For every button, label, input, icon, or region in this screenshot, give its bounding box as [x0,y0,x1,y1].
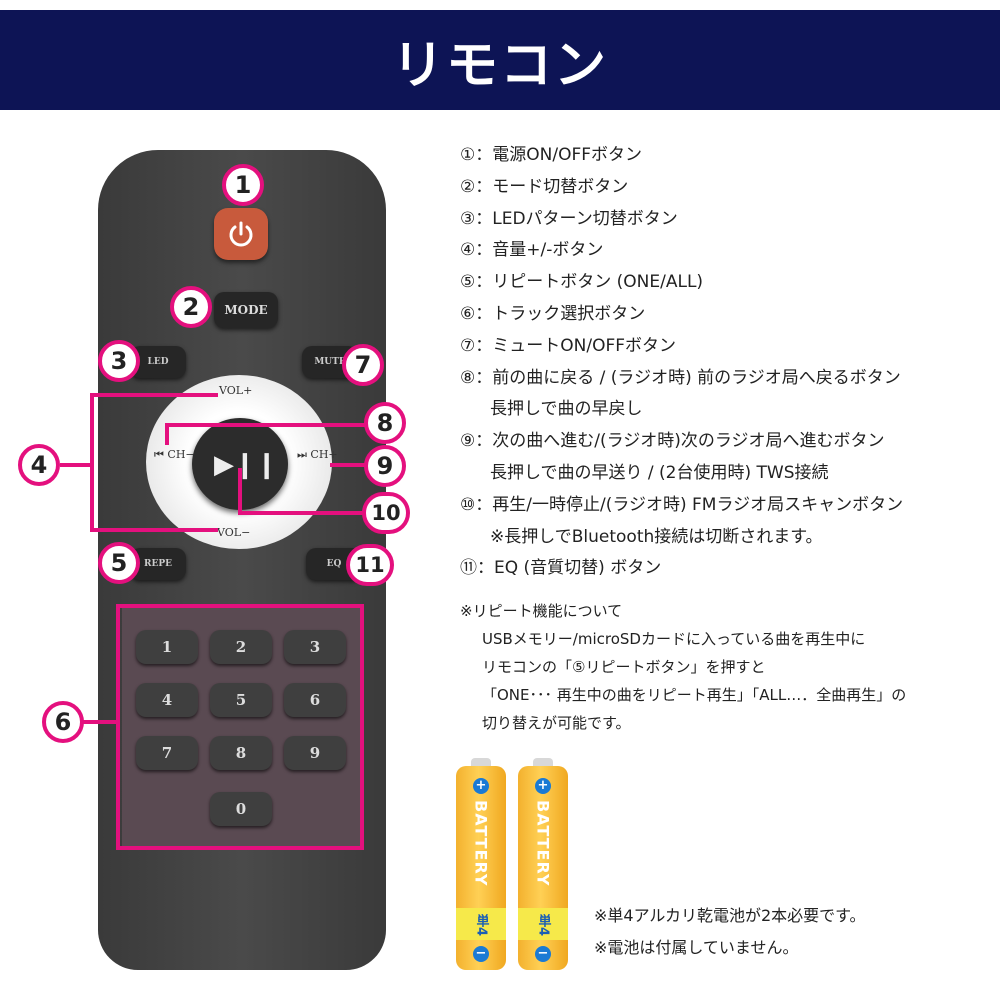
volume-down-button[interactable]: VOL− [217,526,251,539]
feature-item-7: ⑦：ミュートON/OFFボタン [460,335,677,356]
battery-type: 単4 [535,914,551,937]
feature-item-9-detail: 長押しで曲の早送り / (2台使用時) TWS接続 [490,462,829,483]
badge-11: 11 [346,544,394,586]
feature-list: ①：電源ON/OFFボタン ②：モード切替ボタン ③：LEDパターン切替ボタン … [460,140,990,585]
key-9[interactable]: 9 [284,736,346,770]
key-1[interactable]: 1 [136,630,198,664]
repeat-note-line: リモコンの「⑤リピートボタン」を押すと [482,658,766,676]
key-5[interactable]: 5 [210,683,272,717]
battery-note-not-included: ※電池は付属していません。 [594,938,799,957]
battery-illustration: + BATTERY 単4 − [456,758,506,970]
battery-illustration: + BATTERY 単4 − [518,758,568,970]
badge-10: 10 [362,492,410,534]
feature-item-4: ④：音量+/-ボタン [460,240,604,261]
repeat-note: ※リピート機能について USBメモリー/microSDカードに入っている曲を再生… [460,597,990,737]
key-0[interactable]: 0 [210,792,272,826]
repeat-button[interactable]: REPE [130,548,186,580]
repeat-note-heading: ※リピート機能について [460,602,623,620]
feature-item-1: ①：電源ON/OFFボタン [460,145,643,165]
badge-4: 4 [18,444,60,486]
header-banner: リモコン [0,10,1000,110]
battery-tip [471,758,491,768]
battery-type: 単4 [473,914,489,937]
feature-item-8-detail: 長押しで曲の早戻し [490,399,643,420]
feature-item-10-detail: ※長押しでBluetooth接続は切断されます。 [490,526,823,547]
key-4[interactable]: 4 [136,683,198,717]
previous-track-button[interactable]: ⏮ CH− [154,448,195,461]
feature-item-10: ⑩：再生/一時停止/(ラジオ時) FMラジオ局スキャンボタン [460,494,904,515]
battery-plus-icon: + [535,778,551,794]
key-7[interactable]: 7 [136,736,198,770]
battery-label: BATTERY [471,800,491,887]
feature-item-5: ⑤：リピートボタン (ONE/ALL) [460,272,704,293]
battery-plus-icon: + [473,778,489,794]
battery-notes: ※単4アルカリ乾電池が2本必要です。 ※電池は付属していません。 [594,900,866,964]
page-title: リモコン [391,35,608,96]
play-pause-button[interactable]: ▶❙❙ [192,418,288,510]
battery-band [518,908,568,940]
battery-band [456,908,506,940]
badge-9: 9 [364,445,406,487]
feature-item-3: ③：LEDパターン切替ボタン [460,208,678,229]
key-8[interactable]: 8 [210,736,272,770]
badge-5: 5 [98,542,140,584]
feature-item-11: ⑪：EQ (音質切替) ボタン [460,558,662,579]
feature-item-2: ②：モード切替ボタン [460,176,629,197]
play-pause-icon: ▶❙❙ [214,450,278,480]
mode-button[interactable]: MODE [214,292,278,328]
next-track-button[interactable]: ⏭ CH+ [297,448,338,461]
repeat-note-line: 「ONE･･･ 再生中の曲をリピート再生」「ALL…．全曲再生」の [482,686,907,704]
feature-item-8: ⑧：前の曲に戻る / (ラジオ時) 前のラジオ局へ戻るボタン [460,367,901,388]
key-2[interactable]: 2 [210,630,272,664]
volume-up-button[interactable]: VOL+ [219,384,253,397]
badge-3: 3 [98,340,140,382]
badge-6: 6 [42,701,84,743]
power-icon [229,221,253,247]
power-button[interactable] [214,208,268,260]
battery-minus-icon: − [535,946,551,962]
battery-minus-icon: − [473,946,489,962]
badge-2: 2 [170,286,212,328]
key-3[interactable]: 3 [284,630,346,664]
battery-tip [533,758,553,768]
badge-1: 1 [222,164,264,206]
badge-7: 7 [342,344,384,386]
feature-item-9: ⑨：次の曲へ進む/(ラジオ時)次のラジオ局へ進むボタン [460,431,885,452]
battery-label: BATTERY [533,800,553,887]
badge-8: 8 [364,402,406,444]
feature-item-6: ⑥：トラック選択ボタン [460,303,646,324]
repeat-note-line: 切り替えが可能です。 [482,714,631,732]
key-6[interactable]: 6 [284,683,346,717]
repeat-note-line: USBメモリー/microSDカードに入っている曲を再生中に [482,630,866,648]
battery-note-required: ※単4アルカリ乾電池が2本必要です。 [594,906,866,925]
